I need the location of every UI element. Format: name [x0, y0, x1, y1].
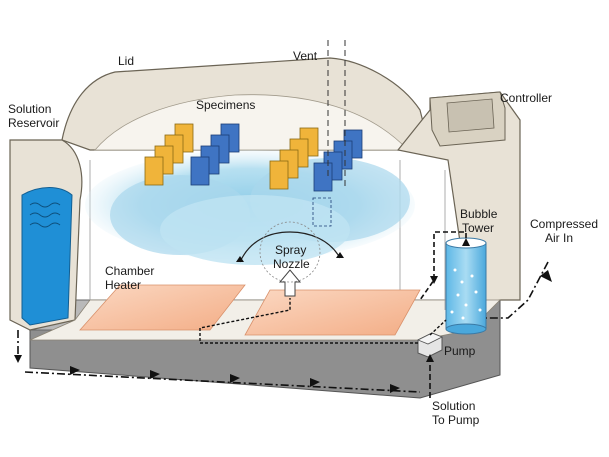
- label-spray-nozzle-line2: Nozzle: [273, 257, 310, 271]
- pump: [417, 332, 443, 358]
- label-chamber-heater-line2: Heater: [105, 278, 141, 292]
- label-pump: Pump: [444, 344, 476, 358]
- label-solution-to-pump-line2: To Pump: [432, 413, 480, 427]
- chamber-heater: [79, 284, 421, 336]
- label-bubble-tower-line2: Tower: [462, 221, 494, 235]
- label-compressed-air-line1: Compressed: [530, 217, 598, 231]
- controller-box: [429, 91, 506, 147]
- vent-duct: [327, 40, 346, 190]
- spray-nozzle: [236, 221, 344, 297]
- specimen-group-left: [144, 123, 240, 186]
- specimen-racks: [144, 123, 363, 227]
- label-lid: Lid: [118, 54, 134, 68]
- label-solution-reservoir-line1: Solution: [8, 102, 51, 116]
- label-solution-reservoir-line2: Reservoir: [8, 116, 59, 130]
- label-solution-to-pump-line1: Solution: [432, 399, 475, 413]
- bubble-tower: [445, 237, 487, 335]
- flow-lines: [14, 231, 552, 398]
- label-controller: Controller: [500, 91, 552, 105]
- label-spray-nozzle-line1: Spray: [275, 243, 306, 257]
- label-compressed-air-line2: Air In: [545, 231, 573, 245]
- label-vent: Vent: [293, 49, 318, 63]
- label-chamber-heater-line1: Chamber: [105, 264, 154, 278]
- diagram-labels: Lid Vent Controller Solution Reservoir S…: [8, 49, 598, 427]
- label-specimens: Specimens: [196, 98, 255, 112]
- label-bubble-tower-line1: Bubble: [460, 207, 498, 221]
- solution-reservoir-water: [21, 187, 73, 326]
